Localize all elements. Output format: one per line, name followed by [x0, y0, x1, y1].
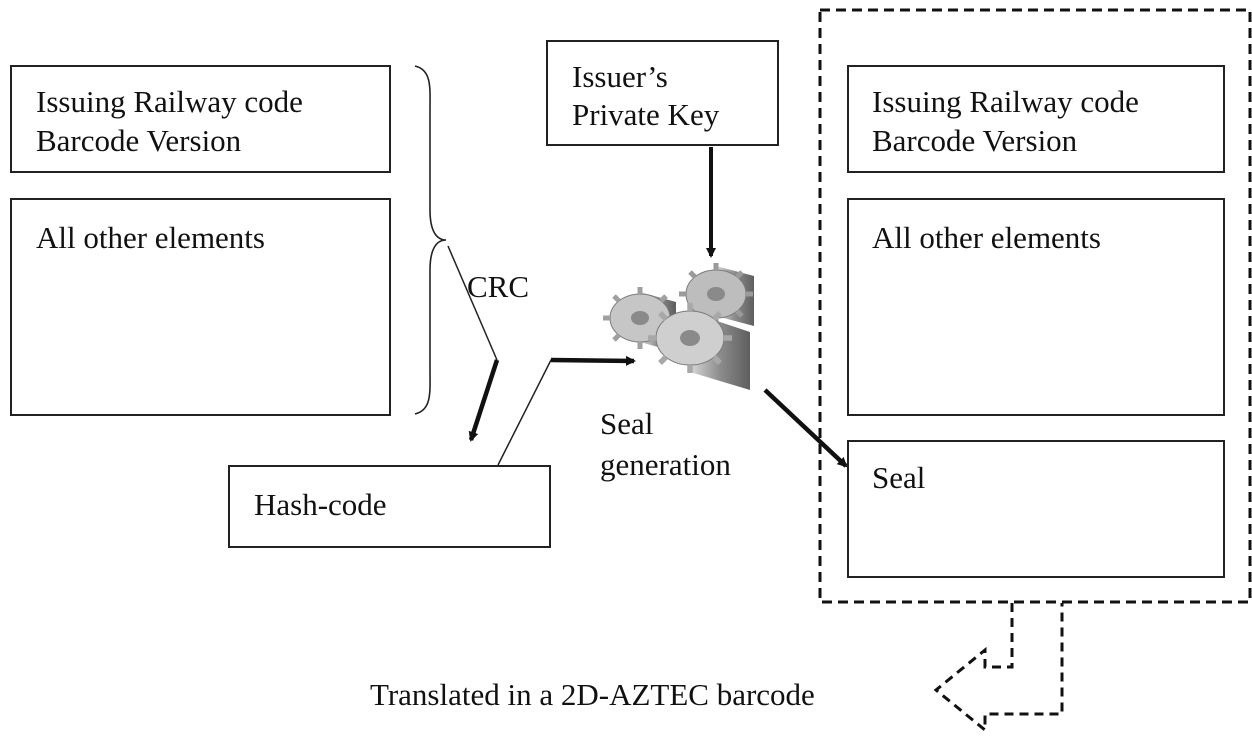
- seal-generation-line2: generation: [600, 447, 731, 482]
- seal-generation-line1: Seal: [600, 406, 654, 441]
- right-header-line1: Issuing Railway code: [872, 84, 1139, 119]
- output-barcode-frame: [818, 8, 1252, 604]
- hash-code-box: [228, 465, 551, 548]
- output-caption: Translated in a 2D-AZTEC barcode: [370, 677, 815, 712]
- right-header-line2: Barcode Version: [872, 123, 1078, 158]
- hash-to-seal-arrow: [550, 355, 636, 366]
- right-body-label: All other elements: [872, 220, 1101, 255]
- left-header-box: [10, 65, 391, 173]
- seal-box: [847, 440, 1225, 578]
- seal-label: Seal: [872, 460, 926, 495]
- crc-line: [447, 245, 498, 361]
- private-key-line2: Private Key: [572, 97, 720, 132]
- left-body-label: All other elements: [36, 220, 265, 255]
- crc-arrow: [468, 359, 500, 442]
- left-header-line2: Barcode Version: [36, 123, 242, 158]
- hash-code-label: Hash-code: [254, 487, 387, 522]
- seal-generation-to-seal-arrow: [763, 388, 848, 468]
- left-header-line1: Issuing Railway code: [36, 84, 303, 119]
- crc-label: CRC: [467, 269, 530, 304]
- hash-to-seal-line: [497, 359, 610, 466]
- private-key-box: [546, 40, 779, 146]
- grouping-brace: [414, 65, 447, 415]
- right-header-box: [847, 65, 1225, 173]
- gears-icon: [603, 263, 754, 390]
- barcode-output-arrow: [933, 603, 1064, 734]
- left-body-box: [10, 198, 391, 416]
- private-key-line1: Issuer’s: [572, 59, 668, 94]
- right-body-box: [847, 198, 1225, 416]
